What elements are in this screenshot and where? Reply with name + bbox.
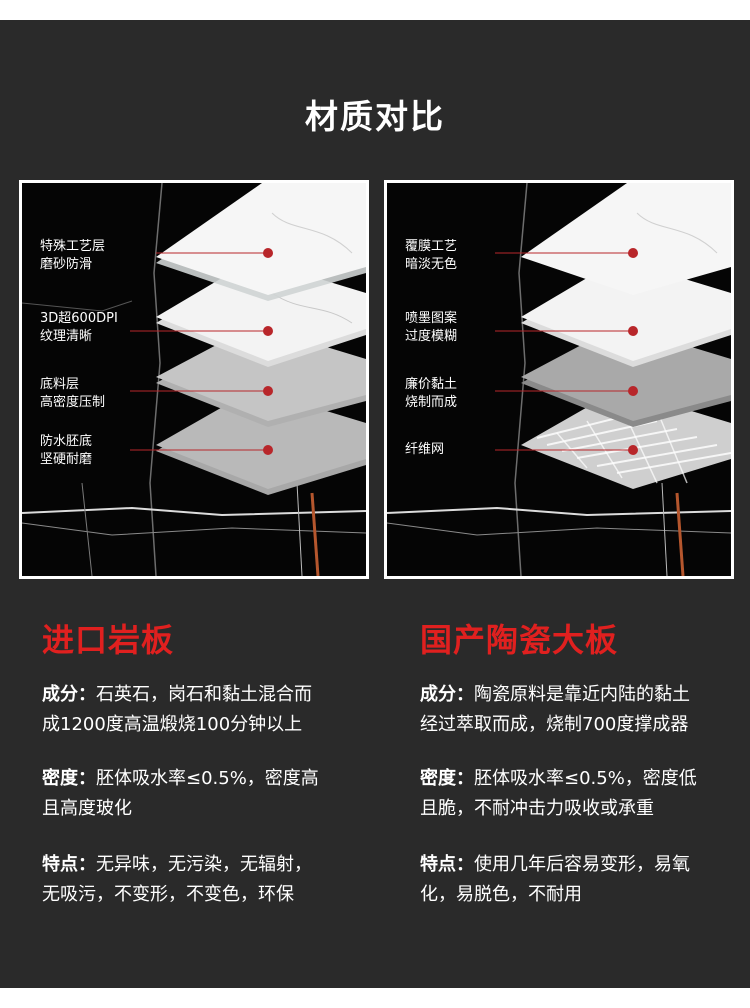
marker-dot <box>263 445 273 455</box>
layer-label: 防水胚底坚硬耐磨 <box>40 434 93 467</box>
marker-dot <box>263 326 273 336</box>
layer-label: 廉价黏土烧制而成 <box>405 377 458 410</box>
layer-label: 底料层高密度压制 <box>40 377 106 410</box>
composition-spec: 成分：石英石，岗石和黏土混合而 成1200度高温煅烧100分钟以上 <box>42 684 312 735</box>
marker-dot <box>628 445 638 455</box>
marker-dot <box>628 248 638 258</box>
feature-spec: 特点：无异味，无污染，无辐射， 无吸污，不变形，不变色，环保 <box>42 854 312 905</box>
layer-label: 特殊工艺层磨砂防滑 <box>40 239 106 272</box>
marker-dot <box>628 326 638 336</box>
marker-dot <box>628 386 638 396</box>
layer-label: 覆膜工艺暗淡无色 <box>405 239 458 272</box>
domestic-slab-heading: 国产陶瓷大板 <box>420 621 619 659</box>
density-spec: 密度：胚体吸水率≤0.5%，密度低 且脆，不耐冲击力吸收或承重 <box>420 768 697 819</box>
marker-dot <box>263 248 273 258</box>
imported-slab-illustration <box>22 183 366 576</box>
marker-dot <box>263 386 273 396</box>
imported-slab-heading: 进口岩板 <box>42 621 175 659</box>
composition-spec: 成分：陶瓷原料是靠近内陆的黏土 经过萃取而成，烧制700度撑成器 <box>420 684 690 735</box>
page-title: 材质对比 <box>305 97 445 136</box>
feature-spec: 特点：使用几年后容易变形，易氧 化，易脱色，不耐用 <box>420 854 690 905</box>
layer-label: 喷墨图案过度模糊 <box>405 311 458 344</box>
layer-label: 纤维网 <box>405 442 445 457</box>
domestic-slab-illustration <box>387 183 731 576</box>
domestic-slab-layer-diagram: 覆膜工艺暗淡无色 喷墨图案过度模糊 廉价黏土烧制而成 纤维网 <box>384 180 734 579</box>
density-spec: 密度：胚体吸水率≤0.5%，密度高 且高度玻化 <box>42 768 319 819</box>
